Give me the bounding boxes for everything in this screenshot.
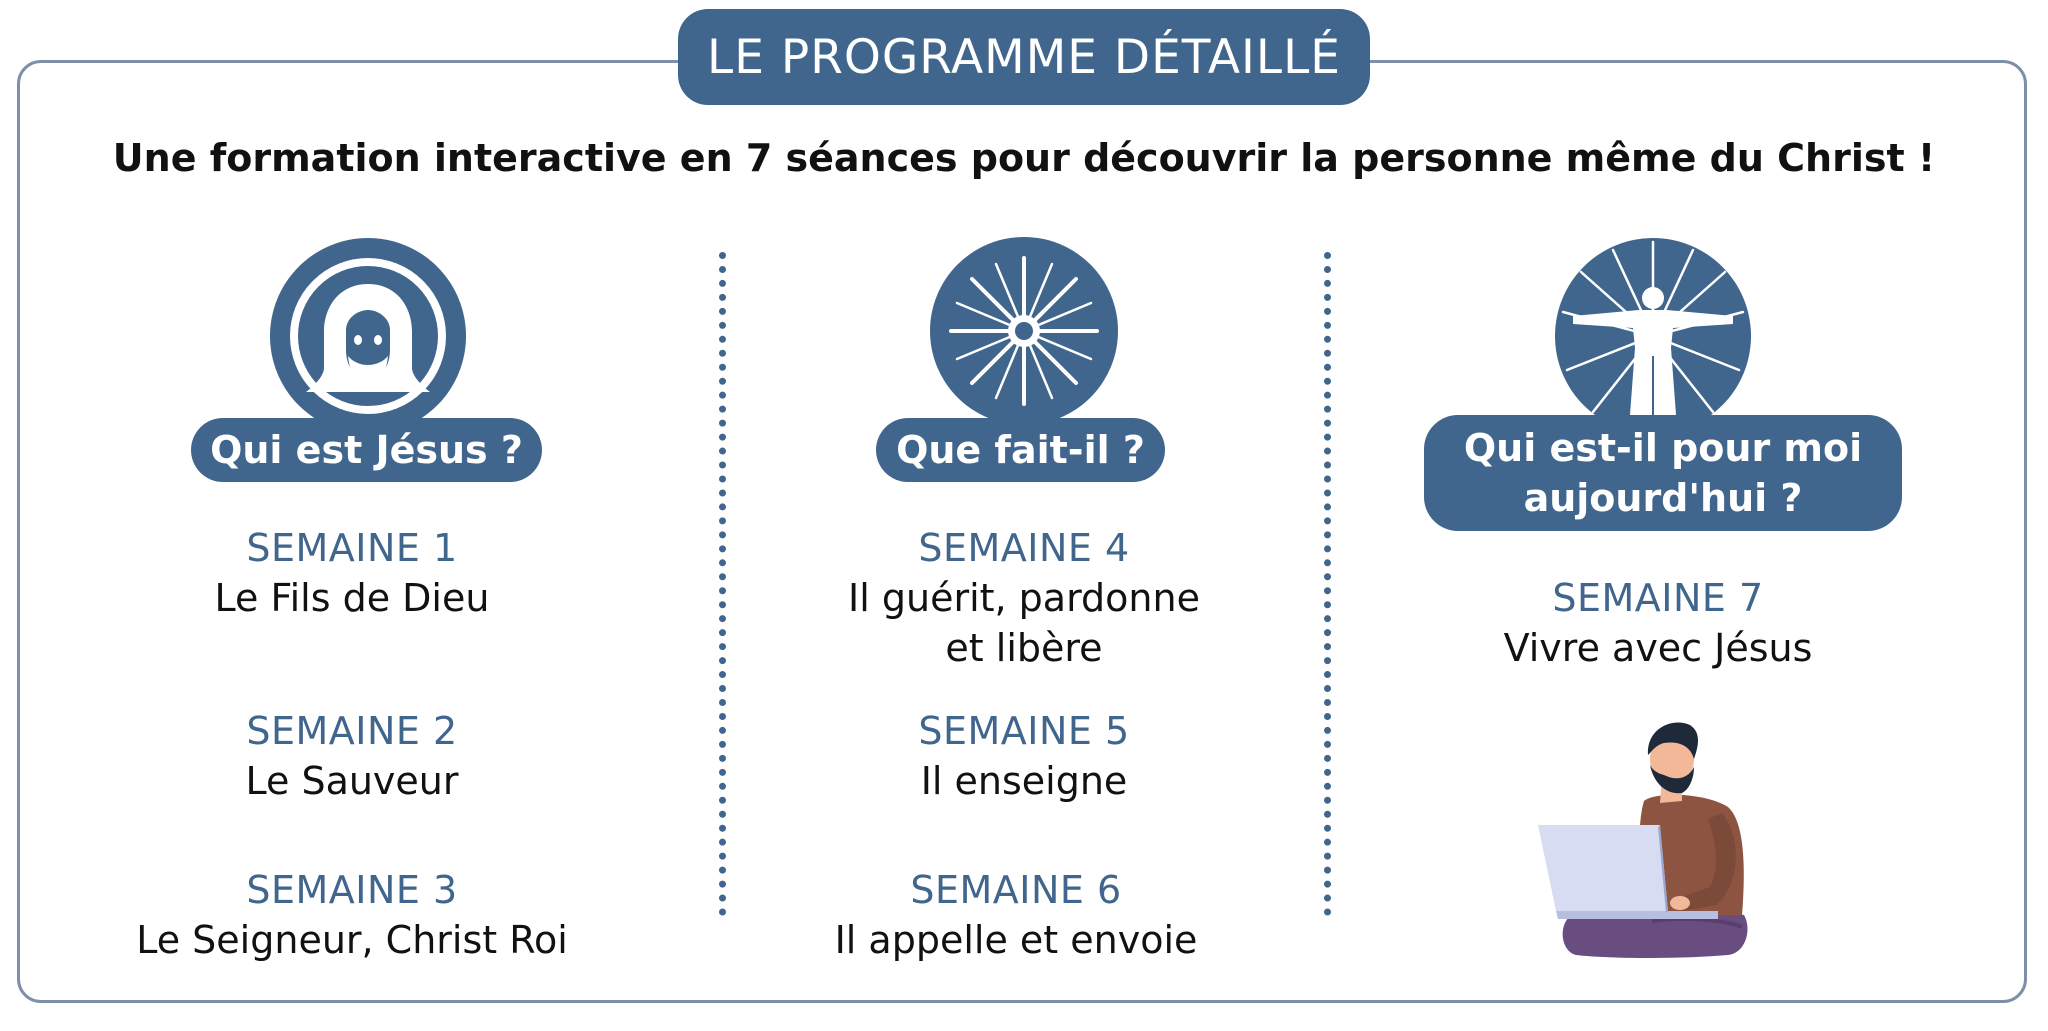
week-title: Le Sauveur <box>245 759 459 803</box>
jesus-face-icon <box>270 238 466 434</box>
week-title: Le Fils de Dieu <box>214 576 490 620</box>
week-title: Vivre avec Jésus <box>1503 626 1813 670</box>
week-label: SEMAINE 2 <box>246 709 458 753</box>
week-title: Il appelle et envoie <box>834 918 1198 962</box>
week-title-line-2: et libère <box>945 626 1103 670</box>
week-label: SEMAINE 4 <box>918 526 1130 570</box>
column-divider-2 <box>1324 252 1331 916</box>
radiant-star-icon <box>930 237 1118 425</box>
christ-statue-icon <box>1555 238 1751 434</box>
subtitle: Une formation interactive en 7 séances p… <box>112 136 1936 180</box>
heading-qui-est-il-pour-moi: Qui est-il pour moi aujourd'hui ? <box>1424 415 1902 531</box>
week-title: Il enseigne <box>920 759 1128 803</box>
heading-qui-est-jesus: Qui est Jésus ? <box>191 418 542 482</box>
heading-que-fait-il: Que fait-il ? <box>876 418 1165 482</box>
week-label: SEMAINE 3 <box>246 868 458 912</box>
week-title: Le Seigneur, Christ Roi <box>136 918 568 962</box>
week-7: SEMAINE 7 Vivre avec Jésus <box>1398 573 1918 673</box>
week-title-line-1: Il guérit, pardonne <box>848 576 1200 620</box>
heading-line-1: Qui est-il pour moi <box>1463 426 1863 470</box>
week-2: SEMAINE 2 Le Sauveur <box>92 706 612 806</box>
week-1: SEMAINE 1 Le Fils de Dieu <box>92 523 612 623</box>
column-divider-1 <box>719 252 726 916</box>
header-title: LE PROGRAMME DÉTAILLÉ <box>678 9 1370 105</box>
week-label: SEMAINE 6 <box>910 868 1122 912</box>
week-label: SEMAINE 5 <box>918 709 1130 753</box>
week-6: SEMAINE 6 Il appelle et envoie <box>756 865 1276 965</box>
week-label: SEMAINE 1 <box>246 526 458 570</box>
week-5: SEMAINE 5 Il enseigne <box>764 706 1284 806</box>
person-with-laptop-illustration <box>1538 722 1748 958</box>
heading-line-2: aujourd'hui ? <box>1523 476 1803 520</box>
week-3: SEMAINE 3 Le Seigneur, Christ Roi <box>92 865 612 965</box>
week-4: SEMAINE 4 Il guérit, pardonne et libère <box>764 523 1284 673</box>
week-label: SEMAINE 7 <box>1552 576 1764 620</box>
